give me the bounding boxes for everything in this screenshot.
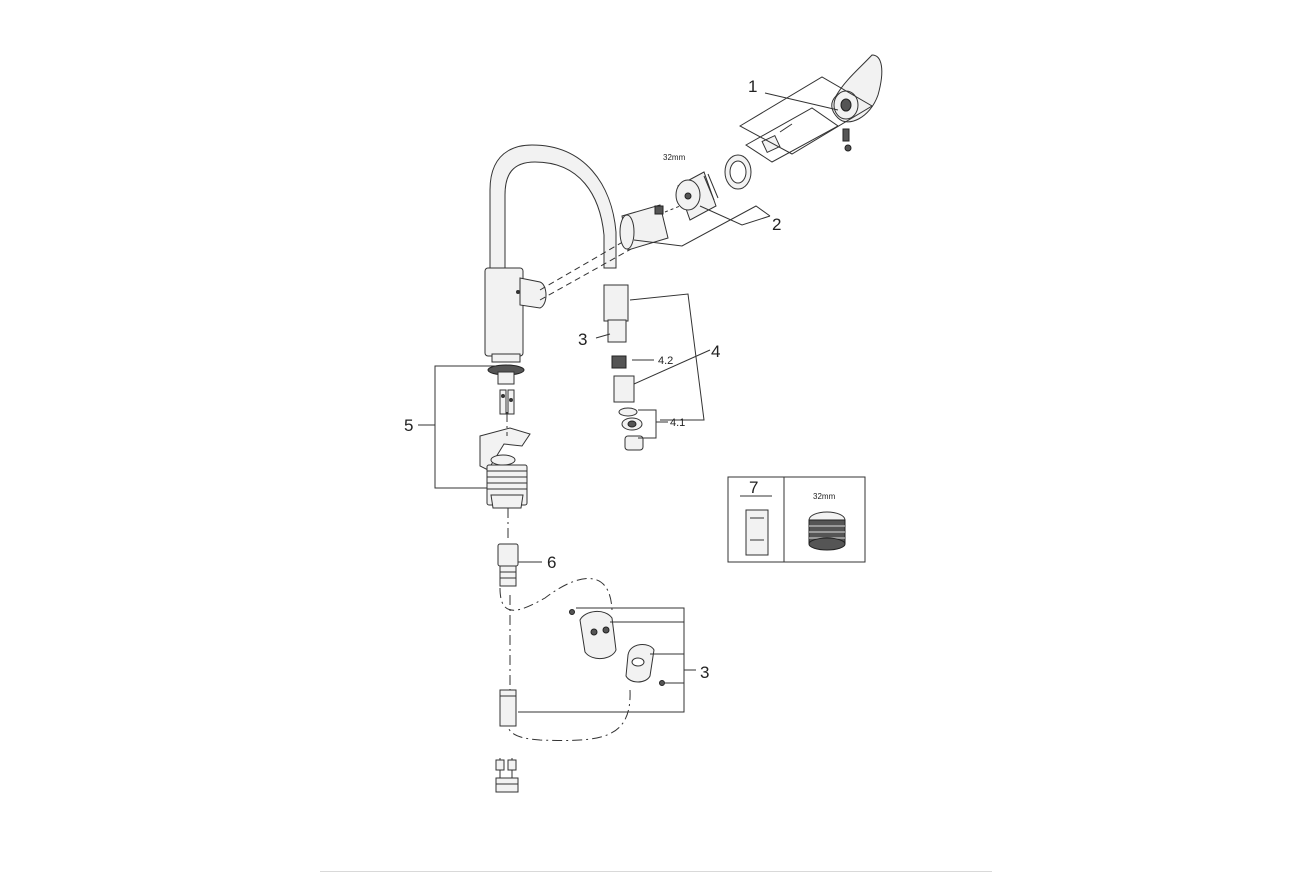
footer-divider [320, 871, 992, 872]
cartridge-size-label: 32mm [663, 153, 686, 162]
cartridge-group-number: 2 [772, 215, 781, 234]
mount-group-number: 5 [404, 416, 413, 435]
hose-connector [497, 543, 542, 587]
hose-path [499, 578, 631, 741]
handle-group-number: 1 [748, 77, 757, 96]
tool-box-number: 7 [749, 478, 758, 497]
spray-head-group [595, 284, 711, 451]
handle-group [738, 54, 883, 163]
spray-head-number: 3 [578, 330, 587, 349]
spray-group-number: 4 [711, 342, 720, 361]
faucet-body [484, 144, 641, 415]
mount-group [418, 365, 531, 540]
spray-sub-number-4-1: 4.1 [670, 417, 685, 429]
holder-group [499, 607, 696, 727]
holder-group-number: 3 [700, 663, 709, 682]
cartridge-group [619, 154, 771, 251]
tool-box [727, 476, 866, 563]
tool-size-label: 32mm [813, 492, 836, 501]
spray-sub-number-4-2: 4.2 [658, 355, 673, 367]
supply-hoses [495, 758, 519, 793]
hose-connector-number: 6 [547, 553, 556, 572]
